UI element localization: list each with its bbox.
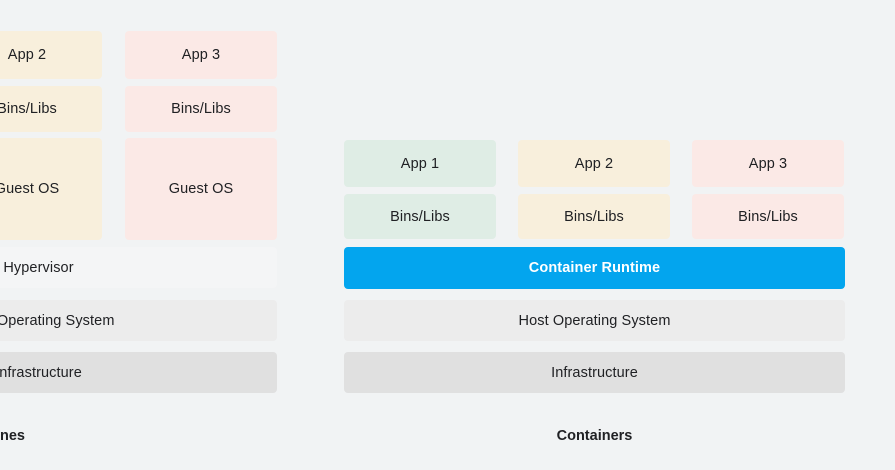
container-app-box-2: App 2 <box>518 140 670 187</box>
vm-guest-os-box-3: Guest OS <box>125 138 277 240</box>
container-app-box-1: App 1 <box>344 140 496 187</box>
container-bins-box-3: Bins/Libs <box>692 194 844 239</box>
virtual-machines-panel-label: Virtual Machines <box>0 428 25 444</box>
container-bins-box-2: Bins/Libs <box>518 194 670 239</box>
vm-bins-box-2: Bins/Libs <box>0 86 102 132</box>
vm-hypervisor-bar: Hypervisor <box>0 247 277 288</box>
vm-app-box-3: App 3 <box>125 31 277 79</box>
container-infrastructure-bar: Infrastructure <box>344 352 845 393</box>
vm-bins-box-3: Bins/Libs <box>125 86 277 132</box>
container-runtime-bar: Container Runtime <box>344 247 845 289</box>
containers-panel: App 1 Bins/Libs App 2 Bins/Libs App 3 Bi… <box>344 0 845 470</box>
container-host-os-bar: Host Operating System <box>344 300 845 341</box>
vm-guest-os-box-2: Guest OS <box>0 138 102 240</box>
vm-app-box-2: App 2 <box>0 31 102 79</box>
container-app-box-3: App 3 <box>692 140 844 187</box>
virtual-machines-panel: App 1 Bins/Libs Guest OS App 2 Bins/Libs… <box>0 0 300 470</box>
vm-host-os-bar: Host Operating System <box>0 300 277 341</box>
containers-panel-label: Containers <box>556 428 633 444</box>
vm-infrastructure-bar: Infrastructure <box>0 352 277 393</box>
container-bins-box-1: Bins/Libs <box>344 194 496 239</box>
